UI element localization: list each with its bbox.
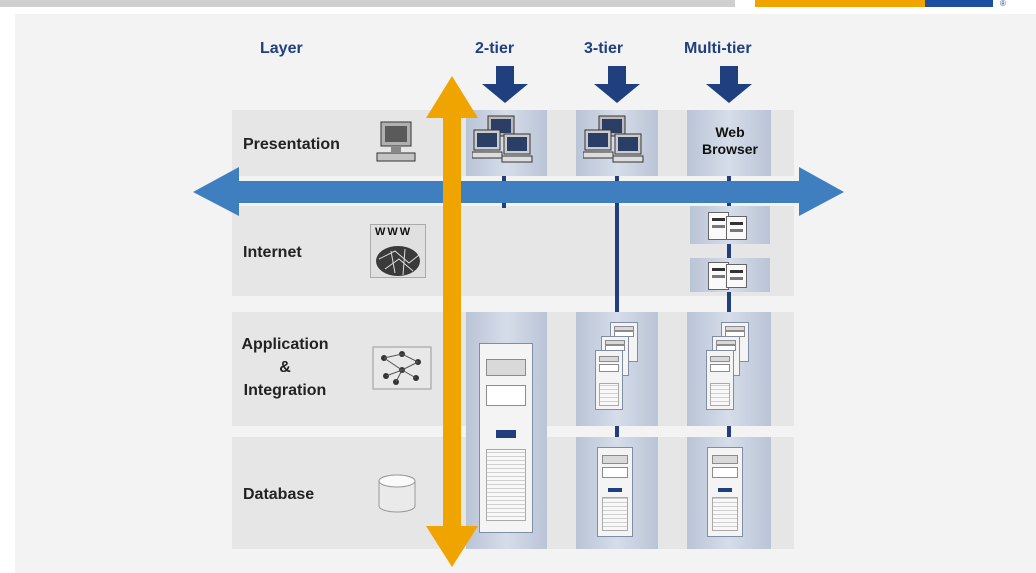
connector-multi-internet xyxy=(727,244,731,258)
header-3-tier: 3-tier xyxy=(584,40,624,57)
integration-network-icon xyxy=(372,346,432,390)
database-cylinder-icon xyxy=(378,474,416,513)
down-arrow-multi-tier-icon xyxy=(706,66,752,103)
vertical-double-arrow-icon xyxy=(426,76,478,567)
header-multi-tier: Multi-tier xyxy=(684,40,752,57)
label-internet: Internet xyxy=(243,244,302,261)
app-server-multi-icon-3 xyxy=(706,350,734,410)
connector-multi-internet-application xyxy=(727,292,731,312)
horizontal-double-arrow-icon xyxy=(193,167,844,216)
connector-multi-application-database xyxy=(727,426,731,437)
registered-mark: ® xyxy=(1000,0,1006,8)
down-arrow-3-tier-icon xyxy=(594,66,640,103)
app-server-3-tier-icon-3 xyxy=(595,350,623,410)
top-bar-blue xyxy=(925,0,993,7)
connector-3-tier-presentation-application xyxy=(615,176,619,312)
down-arrow-2-tier-icon xyxy=(482,66,528,103)
app-gateway-server-icon-b xyxy=(726,264,747,288)
web-server-icon-b xyxy=(726,216,747,240)
label-database: Database xyxy=(243,486,315,503)
db-server-3-tier-icon xyxy=(597,447,633,537)
web-server-icon xyxy=(708,212,729,240)
db-server-multi-icon xyxy=(707,447,743,537)
label-application-integration: Application & Integration xyxy=(241,336,329,399)
web-browser-label: Web Browser xyxy=(701,124,759,157)
www-globe-icon: WWW xyxy=(370,224,426,278)
connector-3-tier-application-database xyxy=(615,426,619,437)
mainframe-server-2-tier-icon xyxy=(479,343,533,533)
client-pcs-2-tier-icon xyxy=(472,115,533,163)
client-pcs-3-tier-icon xyxy=(583,115,644,163)
desktop-computer-icon xyxy=(376,121,416,162)
panel-multi-presentation xyxy=(687,110,771,176)
label-presentation: Presentation xyxy=(243,136,340,153)
header-2-tier: 2-tier xyxy=(475,40,515,57)
header-layer: Layer xyxy=(260,40,303,57)
top-bar-orange xyxy=(755,0,925,7)
www-text: WWW xyxy=(375,226,413,238)
top-bar-gray xyxy=(0,0,735,7)
